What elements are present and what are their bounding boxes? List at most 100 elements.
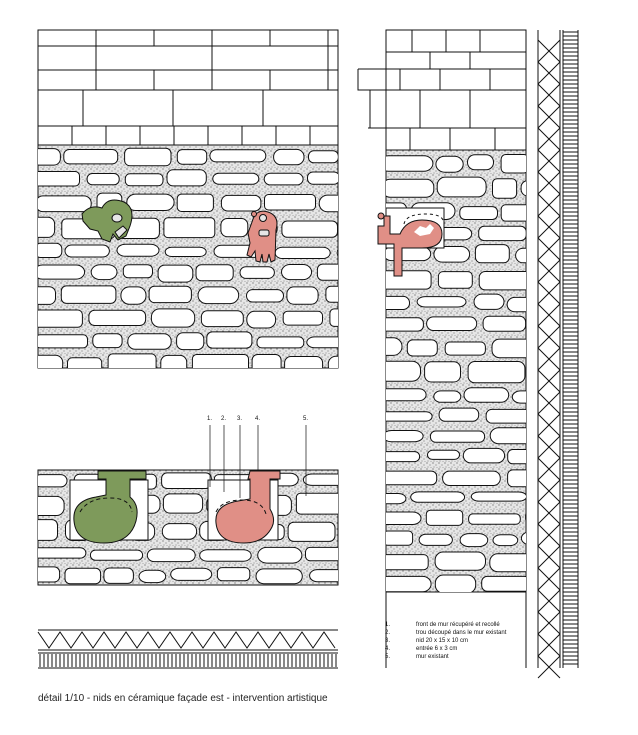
stone (38, 195, 92, 213)
stone (246, 289, 284, 303)
stone (308, 150, 338, 164)
stone (157, 264, 194, 283)
callout-4: 4. (255, 416, 260, 422)
truss-diagonal (537, 545, 561, 569)
truss-diagonal (537, 435, 561, 459)
callout-3: 3. (237, 416, 242, 422)
stone (444, 341, 486, 356)
stone (436, 176, 487, 198)
stone (160, 354, 188, 368)
callout-5: 5. (303, 416, 308, 422)
stone (386, 155, 434, 172)
callout-2: 2. (221, 416, 226, 422)
stone (386, 430, 424, 443)
stone (212, 172, 260, 185)
truss-diagonal (537, 127, 561, 151)
stone (38, 495, 65, 516)
stone (485, 408, 526, 424)
stone (489, 427, 526, 445)
stone (166, 169, 207, 187)
stone (148, 285, 192, 304)
stone (500, 154, 526, 174)
truss-diagonal (537, 83, 561, 107)
stone (386, 246, 432, 262)
stone (467, 154, 494, 171)
stone (327, 355, 338, 368)
truss-diagonal (537, 413, 561, 437)
stone (459, 533, 489, 548)
stone (282, 310, 324, 326)
stone (138, 569, 167, 584)
truss-diagonal (537, 281, 561, 305)
legend-text-2: trou découpé dans le mur existant (416, 630, 507, 636)
stone (220, 194, 262, 212)
truss-diagonal (537, 215, 561, 239)
truss-diagonal (537, 171, 561, 195)
stone (463, 387, 510, 403)
stone (206, 331, 253, 349)
stone (199, 549, 252, 562)
stone (467, 361, 526, 384)
stone (274, 246, 331, 259)
stone (416, 296, 467, 308)
stone (386, 178, 435, 198)
stone (89, 549, 144, 561)
pink-nest-side-section (377, 207, 445, 277)
truss-diagonal (537, 149, 561, 173)
legend: 1. front de mur récupéré et recollé 2. t… (385, 622, 507, 660)
stone (491, 338, 526, 359)
stone (386, 337, 403, 356)
stone (281, 264, 313, 281)
stone (302, 473, 338, 486)
truss-diagonal (537, 39, 561, 63)
stone (195, 264, 234, 282)
stone (146, 548, 196, 563)
stone (255, 568, 303, 585)
stone (150, 308, 196, 328)
stone (122, 264, 154, 279)
stone (386, 411, 433, 422)
stone (38, 171, 80, 187)
legend-text-5: mur existant (416, 654, 449, 660)
stone (318, 194, 338, 213)
stone (386, 530, 414, 546)
stone (251, 354, 282, 368)
stone (507, 469, 526, 488)
cornice-masonry (37, 29, 339, 146)
stone (90, 264, 118, 281)
stone (386, 317, 424, 332)
stone (116, 243, 160, 257)
stone (386, 360, 421, 382)
stone (482, 315, 526, 332)
stone (286, 286, 319, 305)
stone (406, 339, 438, 357)
stone (38, 286, 56, 305)
pink-nest-elevation (246, 210, 278, 263)
stone (38, 264, 86, 280)
stone (438, 407, 480, 422)
stone (306, 336, 338, 349)
stone (500, 204, 526, 222)
stone (92, 333, 123, 349)
stone (386, 270, 432, 290)
legend-num-3: 3. (385, 638, 390, 644)
stone (442, 470, 501, 487)
stone (305, 546, 338, 562)
stone (197, 286, 240, 305)
truss-diagonal (537, 259, 561, 283)
callout-leaders (209, 425, 307, 498)
truss-diagonal (537, 479, 561, 503)
legend-num-4: 4. (385, 646, 390, 652)
stone (418, 533, 453, 546)
stone (264, 194, 316, 211)
stone (481, 575, 526, 592)
stone (492, 178, 518, 199)
stone (103, 567, 134, 584)
truss-diagonal (537, 61, 561, 85)
stone (176, 149, 208, 165)
stone (38, 148, 61, 166)
stone (263, 172, 304, 186)
green-nest-elevation (81, 199, 133, 243)
green-nest-section (73, 470, 147, 544)
stone (386, 493, 407, 505)
